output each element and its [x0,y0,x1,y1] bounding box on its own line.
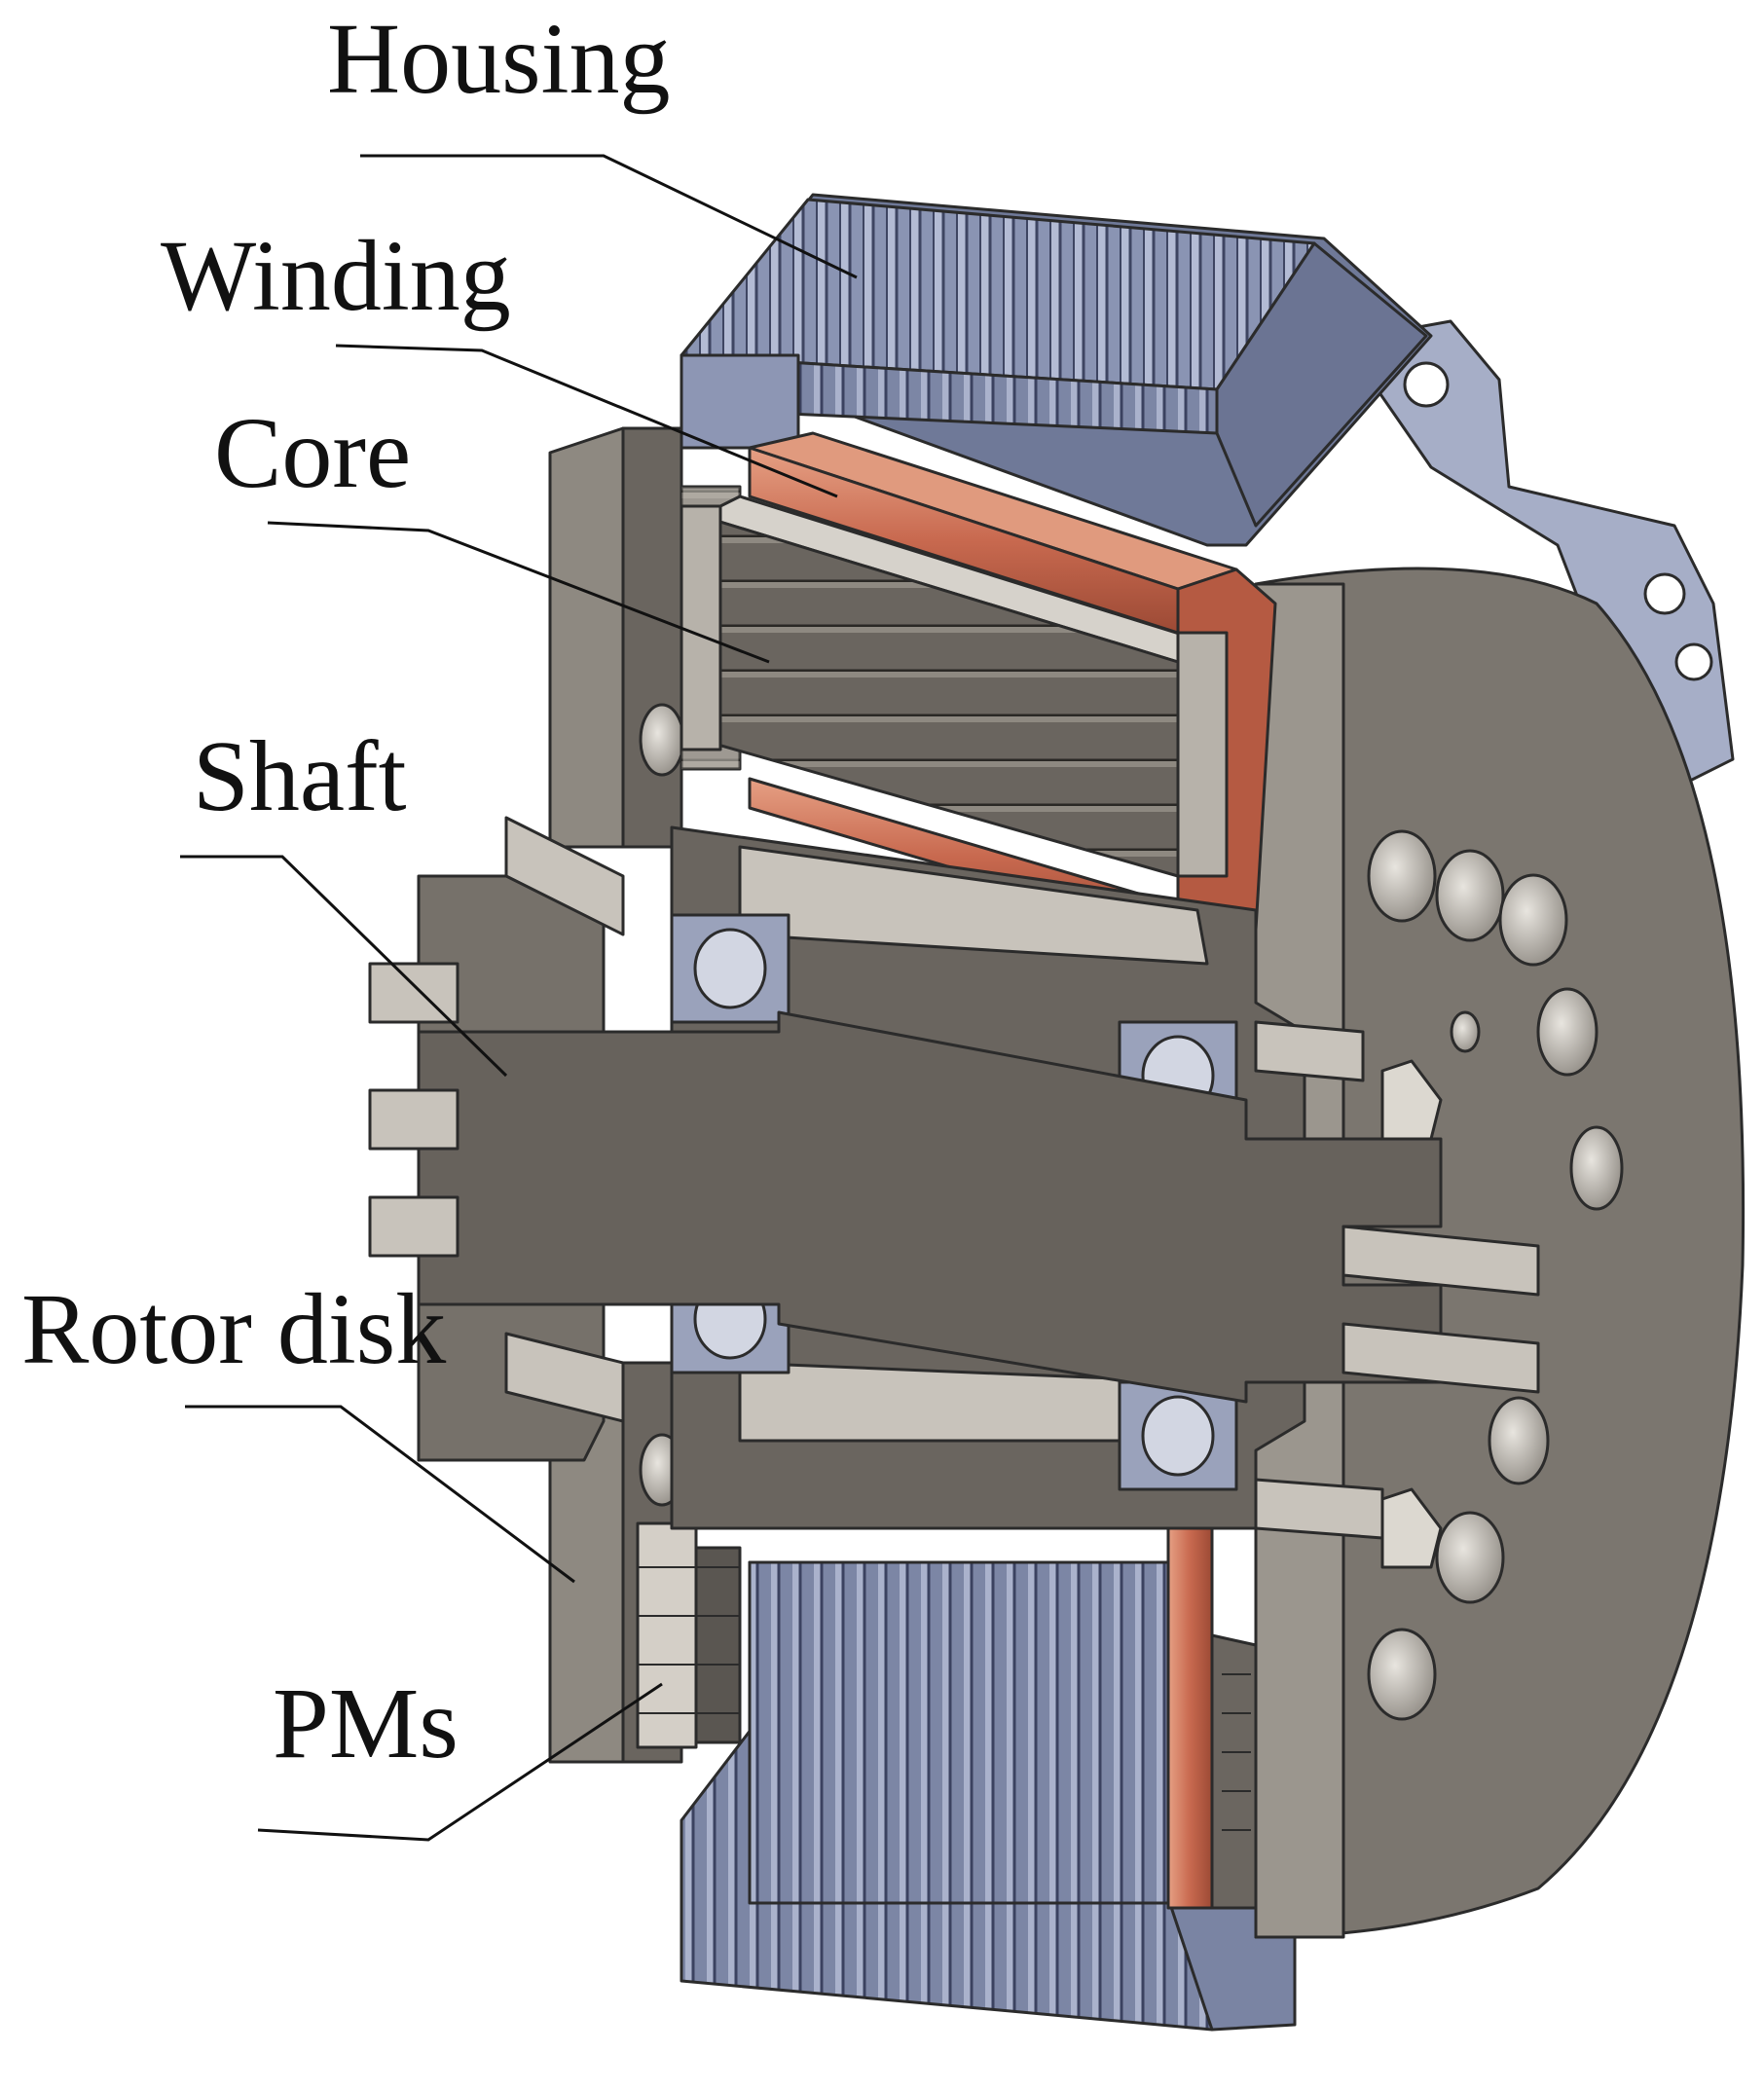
label-shaft: Shaft [193,720,407,832]
label-rotor-disk: Rotor disk [21,1273,446,1385]
bearing-left-upper [670,913,790,1024]
leader-pms [257,1682,663,1842]
leader-core [267,521,770,664]
bearing-right-lower [1118,1380,1238,1491]
core-upper [680,495,1229,878]
leader-winding [335,344,838,498]
leader-shaft [180,855,508,1078]
label-winding: Winding [161,220,511,332]
shaft [368,816,1540,1569]
pm-stack-lower [636,1521,742,1749]
leader-housing [360,154,858,279]
label-pms: PMs [273,1667,459,1779]
core-lower [748,1560,1258,1910]
label-core: Core [214,397,411,509]
leader-lines [180,154,858,1842]
leader-rotor-disk [185,1405,575,1584]
label-housing: Housing [327,3,670,115]
rotor-disk-left [548,426,685,1764]
housing-top [680,193,1735,800]
labels: Housing Winding Core Shaft Rotor disk PM… [21,3,670,1779]
